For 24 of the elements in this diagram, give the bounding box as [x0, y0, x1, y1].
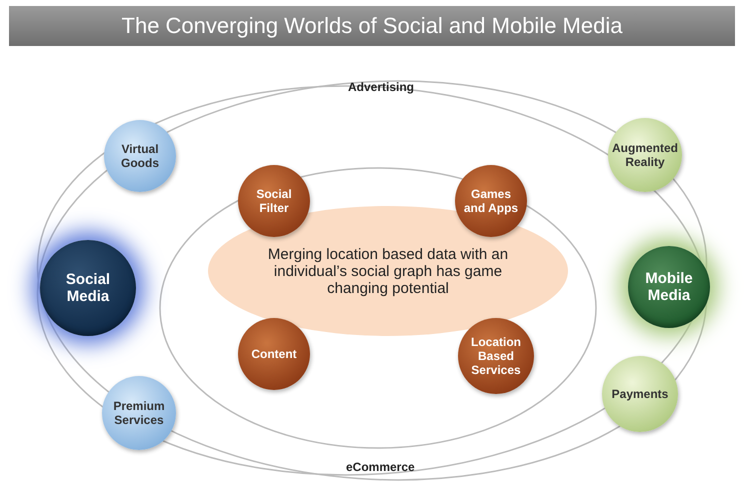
category-circle [608, 118, 682, 192]
node-label: Games and Apps [462, 187, 520, 215]
category-circle [102, 376, 176, 450]
region-label: Advertising [348, 80, 414, 94]
node-label: Merging location based data with an individual’s social graph has game changing potential [266, 246, 510, 296]
node-label: Premium Services [112, 399, 166, 427]
feature-circle [455, 165, 527, 237]
node-label: Social Filter [255, 187, 293, 215]
category-circle [104, 120, 176, 192]
category-circle [602, 356, 678, 432]
node-label: Social Media [64, 271, 112, 305]
node-label: Content [251, 347, 297, 361]
node-label: Virtual Goods [120, 142, 160, 170]
feature-circle [458, 318, 534, 394]
node-label: Location Based Services [470, 335, 522, 377]
node-label: Payments [612, 387, 668, 401]
main-circle [628, 246, 710, 328]
feature-circle [238, 318, 310, 390]
feature-circle [238, 165, 310, 237]
main-circle [40, 240, 136, 336]
region-label: eCommerce [346, 460, 415, 474]
node-label: Augmented Reality [612, 141, 678, 169]
node-label: Mobile Media [644, 270, 694, 304]
title: The Converging Worlds of Social and Mobile Media [122, 13, 622, 39]
